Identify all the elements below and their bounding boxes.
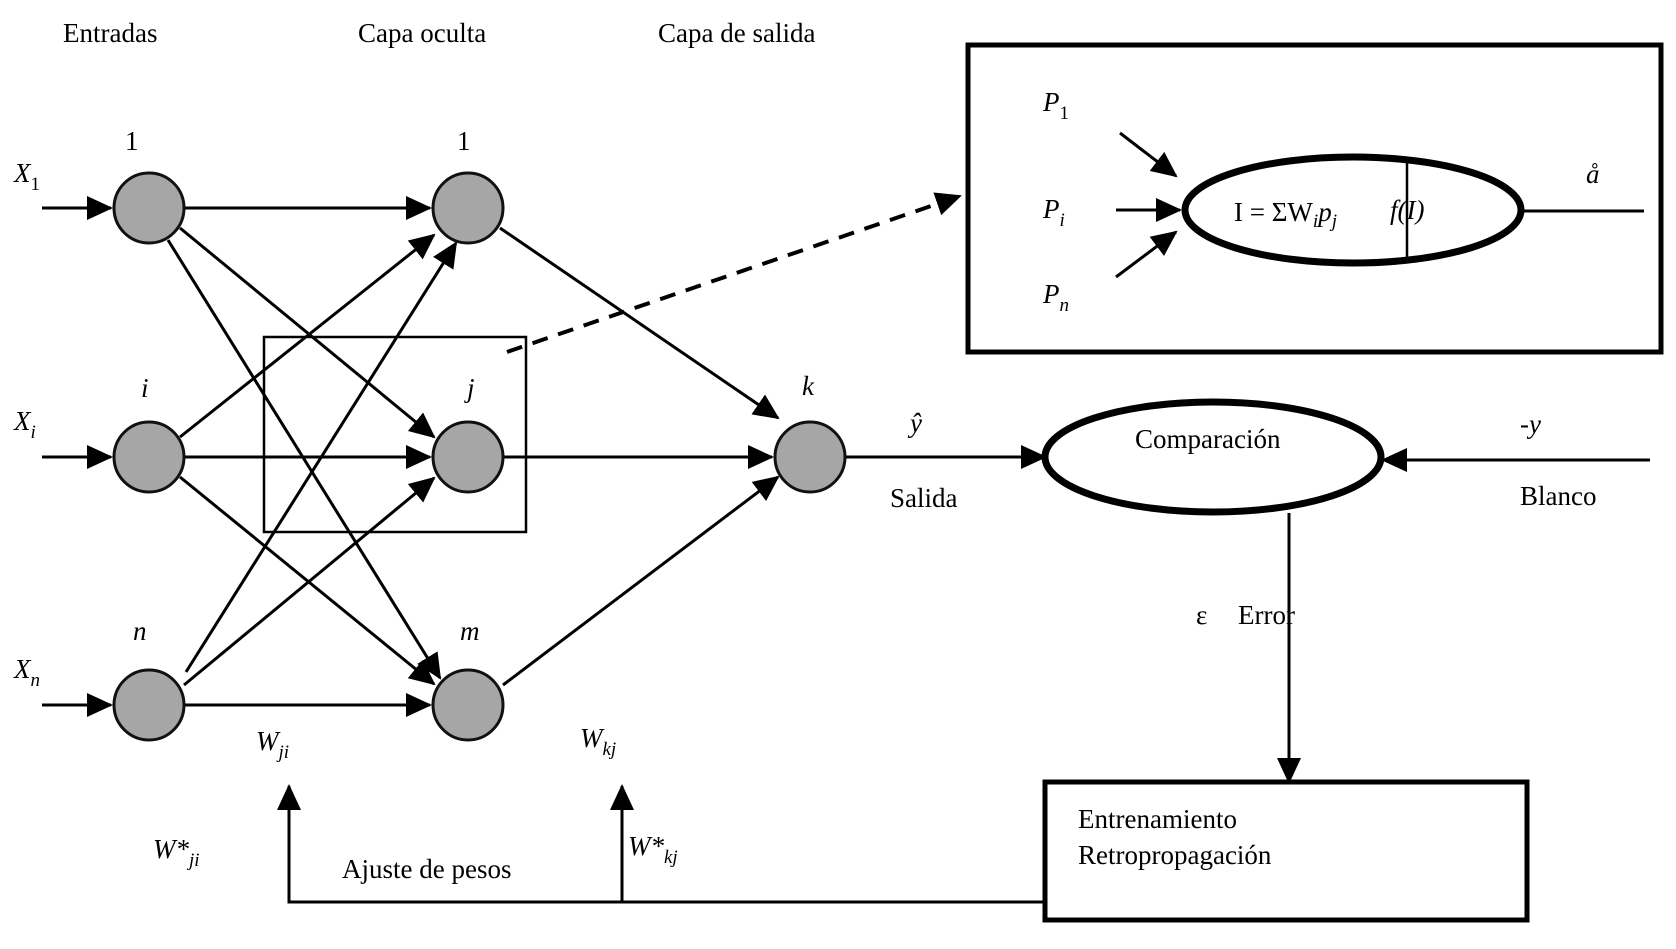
neuron-input-pn: Pn — [1042, 279, 1069, 316]
input-label-x1: X1 — [13, 158, 40, 195]
hidden-output-connections — [499, 226, 780, 687]
hidden-node-label-j: j — [464, 373, 475, 403]
input-node-i — [112, 420, 186, 494]
hidden-node-1 — [431, 171, 505, 245]
header-output-layer: Capa de salida — [658, 18, 815, 48]
edge-i1-hj — [179, 226, 436, 439]
training-label-line1: Entrenamiento — [1078, 804, 1237, 834]
edge-i1-hm — [166, 239, 442, 680]
hidden-node-m — [431, 668, 505, 742]
error-label: Error — [1238, 600, 1295, 630]
target-symbol: -y — [1520, 409, 1541, 439]
neuron-input-arrow-n — [1115, 230, 1178, 279]
edge-hm-k — [502, 475, 780, 687]
comparison-label: Comparación — [1135, 424, 1281, 454]
target-text-blanco: Blanco — [1520, 481, 1596, 511]
input-hidden-connections — [166, 196, 458, 717]
output-symbol-yhat: ŷ — [907, 408, 922, 438]
neuron-activation: f(I) — [1390, 195, 1424, 225]
neuron-sum-formula: I = ΣWipj — [1234, 197, 1337, 232]
header-inputs: Entradas — [63, 18, 157, 48]
neuron-input-p1: P1 — [1042, 87, 1069, 124]
edge-ii-hm — [179, 475, 436, 686]
input-node-1 — [112, 171, 186, 245]
weight-label-wkj: Wkj — [580, 723, 616, 760]
output-node-k — [773, 420, 847, 494]
input-node-label-n: n — [133, 616, 147, 646]
input-node-label-i: i — [141, 373, 149, 403]
hidden-node-highlight-box — [262, 335, 528, 534]
neuron-input-pi: Pi — [1042, 194, 1065, 231]
error-symbol-epsilon: ε — [1196, 600, 1207, 630]
neuron-detail-box — [965, 42, 1664, 355]
output-node-label-k: k — [802, 371, 815, 401]
edge-h1-k — [499, 226, 780, 420]
hidden-node-label-1: 1 — [457, 126, 471, 156]
hidden-node-j — [431, 420, 505, 494]
header-hidden-layer: Capa oculta — [358, 18, 486, 48]
comparison-ellipse — [1041, 398, 1385, 516]
weight-adjust-label: Ajuste de pesos — [342, 854, 511, 884]
zoom-dashed-arrow — [506, 192, 962, 354]
neuron-input-arrow-1 — [1119, 131, 1178, 178]
output-text-salida: Salida — [890, 483, 958, 513]
weight-label-wji-star: W*ji — [153, 834, 200, 871]
neuron-output-label: å — [1586, 159, 1600, 189]
training-box — [1042, 779, 1530, 923]
input-label-xn: Xn — [13, 654, 40, 691]
neuron-detail-inset: P1 Pi Pn I = ΣWipj f(I) å — [965, 42, 1664, 355]
weight-label-wkj-star: W*kj — [628, 831, 678, 868]
input-node-n — [112, 668, 186, 742]
feedback-arrow-wji — [277, 784, 1045, 904]
edge-in-h1 — [184, 241, 458, 673]
training-label-line2: Retropropagación — [1078, 840, 1272, 870]
input-label-xi: Xi — [13, 406, 36, 443]
weight-label-wji: Wji — [256, 726, 289, 763]
hidden-node-label-m: m — [460, 616, 480, 646]
edge-in-hj — [183, 476, 436, 687]
input-node-label-1: 1 — [125, 126, 139, 156]
